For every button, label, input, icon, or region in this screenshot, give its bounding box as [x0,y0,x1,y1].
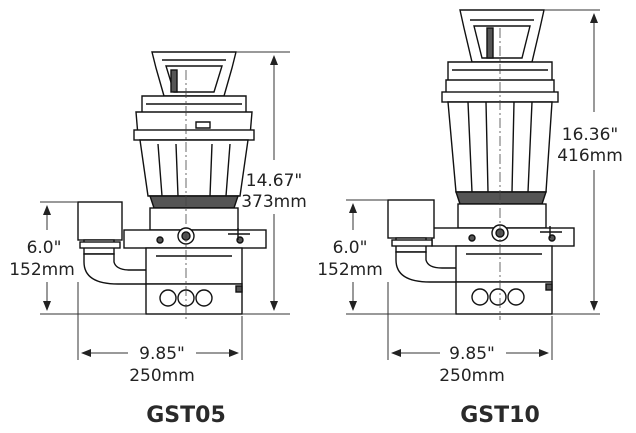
pump-gst05-strainer-base [145,283,243,315]
gst10-height-in: 16.36" [562,125,619,145]
gst10-height-dimension [544,9,600,315]
gst05-width-dimension [77,282,243,360]
gst05-outlet-in: 6.0" [27,238,62,258]
gst05-model-label: GST05 [146,403,226,428]
gst05-outlet-mm: 152mm [9,260,75,280]
pump-gst05-discharge-pipe [77,201,151,285]
gst10-outlet-mm: 152mm [317,260,383,280]
pump-gst10-handle [459,9,545,63]
pump-gst05-handle [151,51,237,97]
gst10-width-mm: 250mm [439,366,505,386]
gst05-outlet-dimension [40,201,146,315]
gst05-height-dimension [236,51,290,315]
pump-gst10-discharge-pipe [387,199,461,283]
gst05-height-mm: 373mm [241,192,307,212]
gst05-width-in: 9.85" [139,344,185,364]
gst10-height-mm: 416mm [557,146,623,166]
gst10-width-in: 9.85" [449,344,495,364]
gst10-width-dimension [387,282,553,360]
pump-gst05-motor [133,111,255,231]
gst10-outlet-in: 6.0" [333,238,368,258]
pump-gst10-drawing [387,9,575,320]
gst05-height-in: 14.67" [246,171,303,191]
pump-gst10-strainer-base [455,281,553,315]
gst05-width-mm: 250mm [129,366,195,386]
gst10-outlet-dimension [346,199,456,315]
pump-gst05-drawing [77,51,267,320]
gst10-model-label: GST10 [460,403,540,428]
